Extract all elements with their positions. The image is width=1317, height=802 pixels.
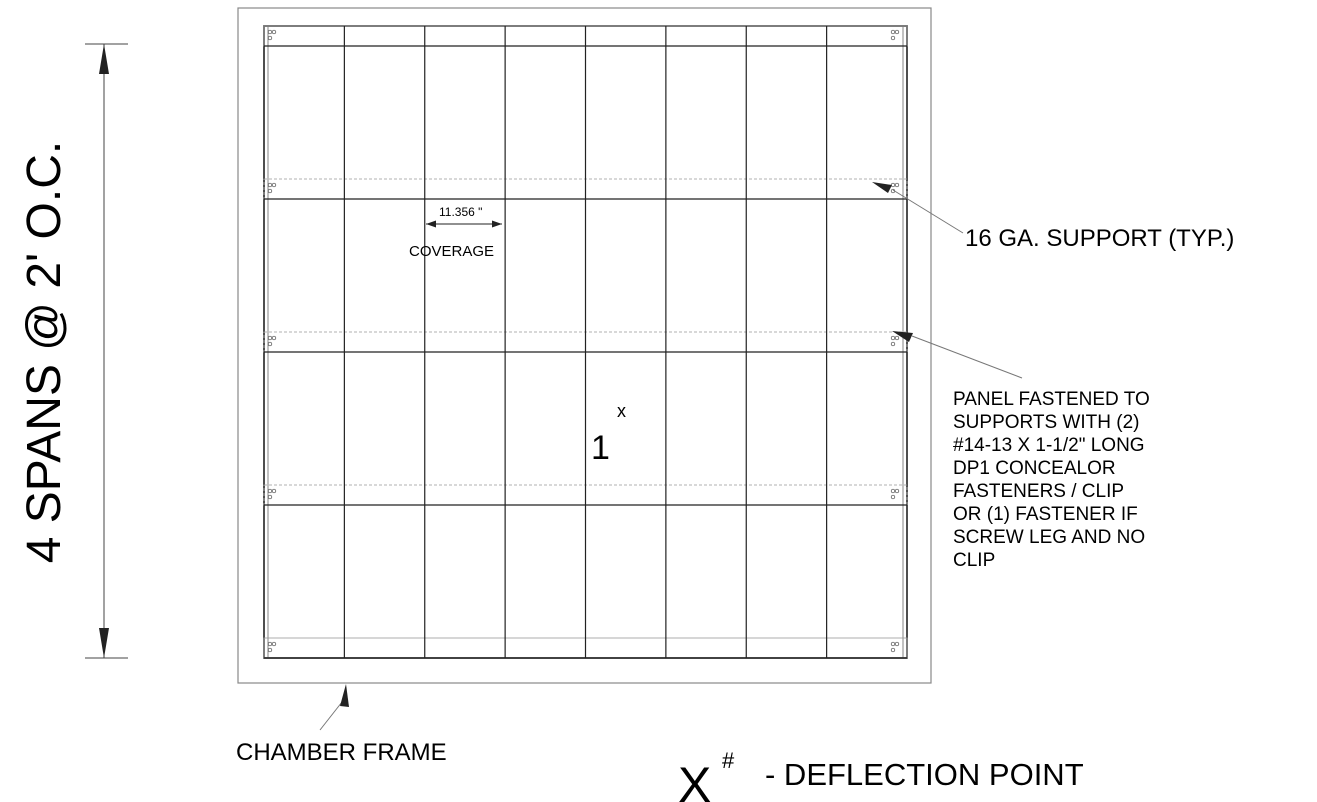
fastener-hole bbox=[271, 641, 277, 647]
fastener-hole bbox=[267, 335, 273, 341]
fastener-hole bbox=[890, 29, 896, 35]
fastener-callout-line: SUPPORTS WITH (2) bbox=[953, 412, 1140, 433]
fastener-hole bbox=[894, 488, 900, 494]
support-callout: 16 GA. SUPPORT (TYP.) bbox=[965, 225, 1234, 252]
fastener-mark bbox=[267, 29, 277, 41]
fastener-hole bbox=[271, 29, 277, 35]
fastener-hole bbox=[267, 188, 273, 194]
panel-seams-group bbox=[343, 26, 828, 658]
deflection-point-number: 1 bbox=[591, 429, 610, 467]
fastener-hole bbox=[890, 335, 896, 341]
chamber-frame-label: CHAMBER FRAME bbox=[236, 739, 447, 766]
fastener-mark bbox=[890, 488, 900, 500]
deflection-point-mark: x bbox=[617, 401, 626, 421]
fastener-hole bbox=[267, 29, 273, 35]
support-leader-arrow bbox=[872, 182, 892, 193]
dimension-arrow-top bbox=[99, 44, 109, 74]
fastener-callout-line: #14-13 X 1-1/2" LONG bbox=[953, 435, 1145, 456]
fastener-hole bbox=[267, 641, 273, 647]
fastener-hole bbox=[267, 341, 273, 347]
fastener-hole bbox=[890, 35, 896, 41]
fastener-mark bbox=[267, 335, 277, 347]
fastener-hole bbox=[267, 35, 273, 41]
fastener-mark bbox=[890, 641, 900, 653]
fastener-hole bbox=[890, 494, 896, 500]
chamber-frame-outline bbox=[237, 7, 932, 684]
fastener-hole bbox=[267, 182, 273, 188]
fastener-hole bbox=[894, 182, 900, 188]
fastener-leader-arrow bbox=[892, 331, 913, 342]
fastener-callout-line: FASTENERS / CLIP bbox=[953, 481, 1124, 502]
fastener-mark bbox=[890, 29, 900, 41]
fastener-callout-line: PANEL FASTENED TO bbox=[953, 389, 1150, 410]
fastener-mark bbox=[890, 335, 900, 347]
dimension-arrow-bottom bbox=[99, 628, 109, 658]
chamber-frame-leader-line bbox=[319, 701, 343, 731]
chamber-frame-leader-arrow bbox=[340, 684, 349, 707]
fastener-hole bbox=[267, 647, 273, 653]
fastener-hole bbox=[894, 641, 900, 647]
fastener-callout-line: DP1 CONCEALOR bbox=[953, 458, 1116, 479]
fastener-callout-line: OR (1) FASTENER IF bbox=[953, 504, 1138, 525]
fastener-marks-group bbox=[267, 29, 900, 653]
fastener-hole bbox=[890, 341, 896, 347]
fastener-hole bbox=[271, 182, 277, 188]
fastener-callout-line: CLIP bbox=[953, 550, 995, 571]
fastener-hole bbox=[890, 488, 896, 494]
support-leader-line bbox=[892, 189, 964, 234]
coverage-arrow-right bbox=[492, 220, 502, 228]
fastener-mark bbox=[267, 182, 277, 194]
fastener-mark bbox=[267, 641, 277, 653]
span-dimension-label: 4 SPANS @ 2' O.C. bbox=[18, 141, 71, 563]
fastener-hole bbox=[271, 335, 277, 341]
fastener-hole bbox=[267, 488, 273, 494]
legend-text: - DEFLECTION POINT bbox=[765, 757, 1084, 792]
fastener-hole bbox=[267, 494, 273, 500]
fastener-hole bbox=[271, 488, 277, 494]
fastener-hole bbox=[894, 29, 900, 35]
fastener-leader-line bbox=[911, 335, 1023, 379]
fastener-mark bbox=[267, 488, 277, 500]
legend-symbol: X bbox=[678, 757, 711, 802]
legend-superscript: # bbox=[722, 748, 735, 773]
coverage-label: COVERAGE bbox=[409, 243, 494, 260]
coverage-value: 11.356 " bbox=[439, 205, 482, 219]
fastener-hole bbox=[890, 647, 896, 653]
coverage-arrow-left bbox=[426, 220, 436, 228]
fastener-hole bbox=[890, 641, 896, 647]
fastener-hole bbox=[894, 335, 900, 341]
fastener-callout-line: SCREW LEG AND NO bbox=[953, 527, 1145, 548]
